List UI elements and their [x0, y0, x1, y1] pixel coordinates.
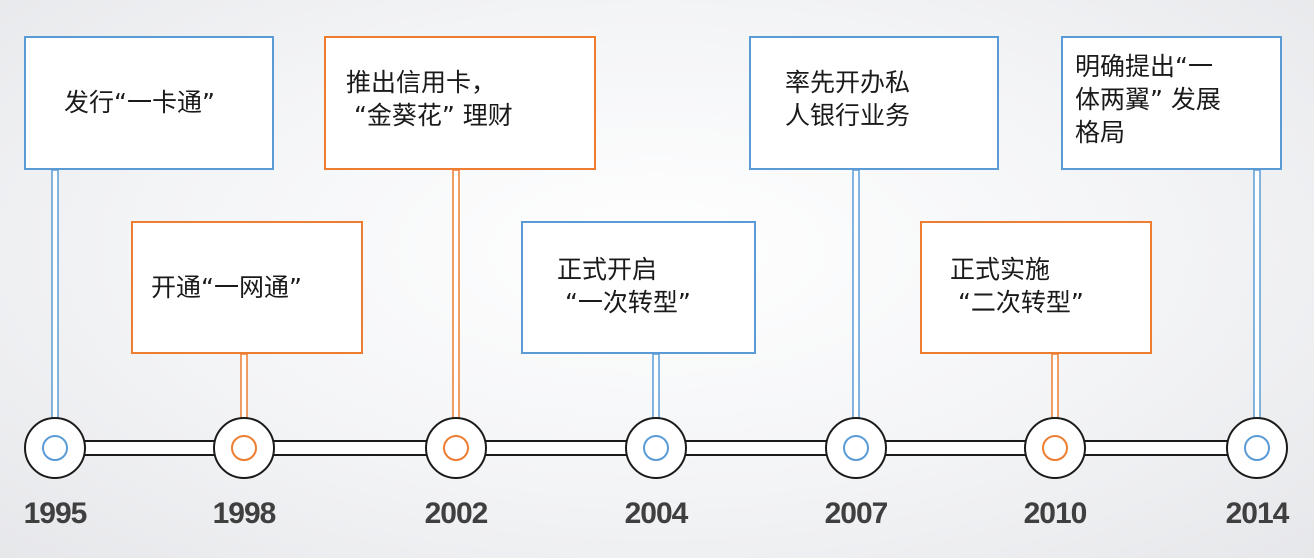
node-inner-2010: [1042, 435, 1068, 461]
node-inner-2004: [643, 435, 669, 461]
year-label-2004: 2004: [624, 497, 689, 530]
year-label-2014: 2014: [1225, 497, 1290, 530]
milestone-box-2002: 推出信用卡， “金葵花” 理财: [324, 36, 596, 170]
node-inner-2007: [843, 435, 869, 461]
node-inner-1998: [231, 435, 257, 461]
milestone-text: 正式开启 “一次转型”: [557, 255, 691, 317]
node-inner-2002: [443, 435, 469, 461]
milestone-text: 明确提出“一 体两翼” 发展 格局: [1075, 52, 1221, 147]
milestone-text: 正式实施 “二次转型”: [950, 255, 1084, 317]
connector-2014: [1253, 169, 1261, 449]
year-label-1998: 1998: [212, 497, 277, 530]
year-label-1995: 1995: [23, 497, 88, 530]
milestone-text: 发行“一卡通”: [64, 88, 215, 117]
connector-2007: [852, 169, 860, 449]
node-inner-1995: [42, 435, 68, 461]
milestone-text: 推出信用卡， “金葵花” 理财: [346, 68, 513, 130]
milestone-text: 率先开办私 人银行业务: [785, 68, 911, 130]
connector-1995: [51, 169, 59, 449]
milestone-box-1995: 发行“一卡通”: [24, 36, 274, 170]
milestone-box-2004: 正式开启 “一次转型”: [521, 221, 756, 354]
milestone-text: 开通“一网通”: [151, 273, 302, 302]
milestone-box-2014: 明确提出“一 体两翼” 发展 格局: [1061, 36, 1282, 170]
node-inner-2014: [1244, 435, 1270, 461]
milestone-box-2010: 正式实施 “二次转型”: [920, 221, 1152, 354]
year-label-2010: 2010: [1023, 497, 1088, 530]
milestone-box-2007: 率先开办私 人银行业务: [749, 36, 999, 170]
connector-2002: [452, 169, 460, 449]
year-label-2002: 2002: [424, 497, 489, 530]
milestone-box-1998: 开通“一网通”: [131, 221, 363, 354]
year-label-2007: 2007: [824, 497, 889, 530]
